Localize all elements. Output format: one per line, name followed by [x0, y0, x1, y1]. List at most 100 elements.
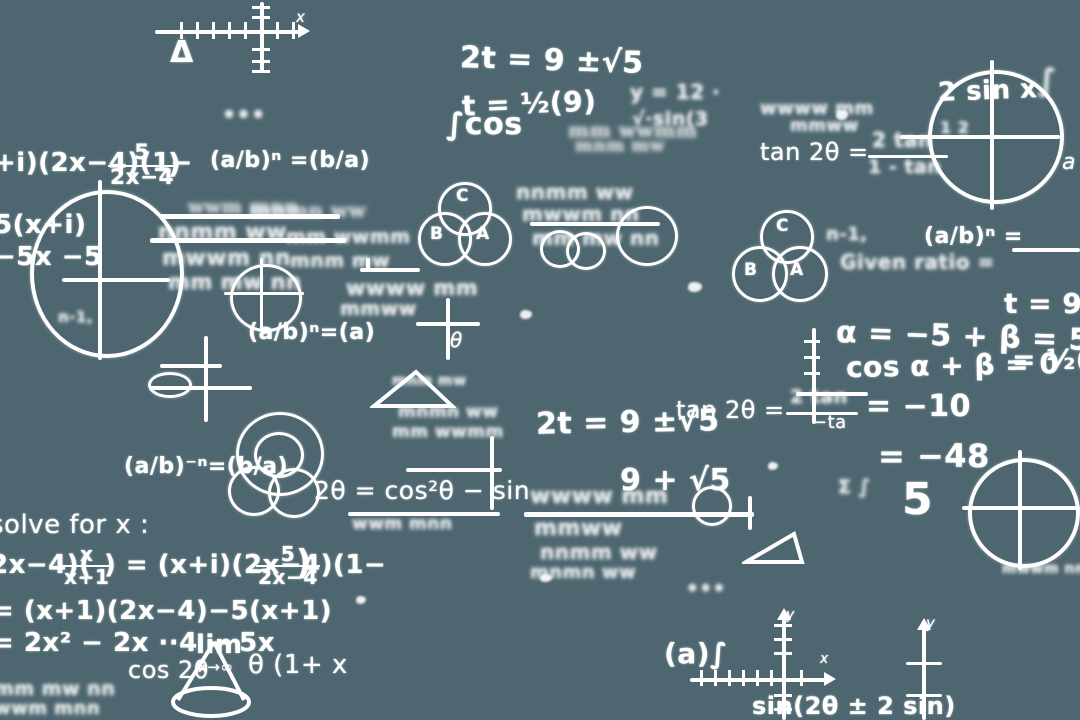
expr-int-bottom: (a)∫ [664, 637, 728, 670]
equation-minus-48: = −48 [878, 437, 990, 475]
chalk-dust-2 [688, 282, 702, 292]
triangle-mid [370, 369, 456, 408]
scribble-a: nnmm ww [158, 220, 287, 245]
dots-smudge-top: ••• [222, 103, 266, 128]
expr-factor-top: +i)(2x−4)(1− [0, 148, 193, 178]
circle-br-haxis [962, 506, 1080, 510]
solve-line1-left: 2x−4)( [0, 550, 92, 580]
x-axis-label-top: x [296, 8, 306, 26]
solve-line1-right: ) = (x+i)(2x−4)(1− [104, 550, 387, 580]
venn-right-label-b: B [744, 260, 758, 280]
bottom-axes-2-y-label: y [926, 614, 936, 632]
spiral-lobe-2 [268, 468, 320, 518]
scrawl-triangle-label: mnm mw [392, 373, 467, 389]
equation-5-big: 5 [902, 474, 934, 525]
scribble-line-1 [160, 214, 340, 219]
scrawl-y12: y = 12 · [630, 80, 721, 104]
center-tick-v [748, 496, 752, 530]
expr-ab-pow-top-right: (a/b)ⁿ = [924, 224, 1023, 249]
circle-center-lower [692, 486, 732, 526]
tan-frac-bar-mid [786, 412, 858, 415]
equation-tan2theta-mid: tan 2θ = [676, 396, 785, 424]
expr-cos2theta: 2θ = cos²θ − sin [314, 476, 531, 505]
label-theta-mid: θ [450, 328, 463, 352]
chalk-dust-3 [768, 462, 778, 470]
venn-left-label-b: B [430, 224, 444, 244]
venn-left-label-c: C [456, 186, 469, 206]
right-underline [1012, 248, 1080, 252]
triangle-lower-center [742, 530, 805, 564]
equation-t-eq-9: t = 9 [1004, 287, 1080, 320]
scrawl-n-minus-1: n-1, [826, 224, 868, 245]
scribble-h: wwww mm [346, 276, 479, 300]
venn-right-label-c: C [776, 216, 789, 236]
expr-factor-close: ) [168, 147, 182, 180]
expr-factor-top-frac: 5 2x−4 [108, 141, 177, 189]
venn-left-circle-a [458, 212, 512, 266]
scrawl-sqrt3: √·sin(3 [632, 108, 709, 130]
equation-tan2theta-top: tan 2θ = [760, 138, 869, 166]
circle-midleft-vaxis [260, 258, 263, 332]
bottom-axes-1-x-label: x [820, 651, 829, 667]
label-1-2-top-right: 1 2 [940, 118, 970, 137]
scrawl-circle-br: mwwm nn [1002, 561, 1080, 577]
expr-ab-pow-left: (a/b)⁻ⁿ=(b/a) [124, 454, 289, 479]
equation-half-9: = ½(9 [1012, 343, 1080, 376]
scribble-i: mmww [340, 298, 417, 320]
scribble-e: mnmn ww [250, 198, 367, 222]
circle-center-loop-3 [566, 232, 606, 270]
underline-1 [360, 268, 420, 272]
chalk-dust-1 [520, 310, 532, 319]
circle-left-annotation: n-1, [58, 308, 94, 326]
scrawl-center-1: wwww mm [530, 484, 669, 509]
scrawl-under-cos: wwm mnn [352, 514, 453, 534]
scrawl-integral-top-right: ∫ [1038, 63, 1057, 98]
scrawl-given-ratio: Given ratio = [840, 250, 995, 274]
circle-left-big [30, 190, 184, 358]
circle-bottom-right [968, 458, 1080, 568]
scrawl-bottom-mid-1: mnmn ww [530, 562, 637, 583]
chalk-dust-6 [540, 574, 552, 582]
solve-line3: = 2x² − 2x ··4 − 5x [0, 628, 275, 658]
venn-left-label-a: A [476, 224, 490, 244]
expr-theta-1plusx: θ (1+ x [248, 650, 348, 680]
scribble-g: mnm mw [290, 250, 391, 272]
bottom-axes-1-y-label: y [786, 607, 795, 623]
solve-line2: = (x+1)(2x−4)−5(x+1) [0, 596, 333, 626]
expr-ab-pow-mid: (a/b)ⁿ =(b/a) [210, 148, 371, 173]
scribble-j: nnmm ww [516, 180, 634, 204]
venn-right-circle-a [772, 246, 828, 302]
equation-minus-10: = −10 [866, 389, 971, 424]
circle-top-right-haxis [900, 135, 1060, 139]
equation-sum-integral: Σ ∫ [838, 476, 871, 498]
scribble-d: wwm mnn [188, 196, 299, 218]
scrawl-center-2: mmww [534, 516, 623, 541]
center-rule [524, 512, 754, 517]
expr-ab-pow-midleft: (a/b)ⁿ=(a) [248, 320, 376, 345]
tan2theta-fraction-den: 1 - tan [868, 156, 942, 178]
chalk-dust-4 [356, 596, 366, 604]
label-a-right: a [1062, 150, 1076, 175]
scrawl-top-2: mnm mw [575, 136, 665, 156]
circle-center-loop [616, 206, 678, 266]
integral-cos-top: ∫cos [446, 107, 523, 142]
center-underline [530, 222, 660, 226]
scribble-k: mwwm nn [522, 202, 640, 226]
solve-line1-frac: x x+1 [62, 543, 112, 588]
delta-symbol: Δ [170, 35, 194, 70]
circle-left-haxis [62, 278, 170, 282]
solve-line1-close: ) [296, 543, 313, 583]
scribble-f: mm wwmm [286, 226, 411, 248]
scrawl-top-4: mmww [790, 116, 859, 136]
scribble-line-2 [150, 238, 346, 243]
scrawl-midcenter2: mm wwmm [392, 422, 504, 442]
label-2sinx: 2 sin x [937, 74, 1038, 108]
chalk-dust-5 [836, 110, 848, 120]
scrawl-bottom-left-1: mm mw nn [0, 678, 116, 700]
frac2-den-line1: 2x−4 [258, 565, 318, 590]
tan2theta-fraction-num: 2 tan [872, 128, 933, 152]
frac-num: 5 [108, 141, 177, 167]
circle-left-vaxis [98, 180, 102, 360]
circle-midleft-haxis [224, 292, 304, 295]
